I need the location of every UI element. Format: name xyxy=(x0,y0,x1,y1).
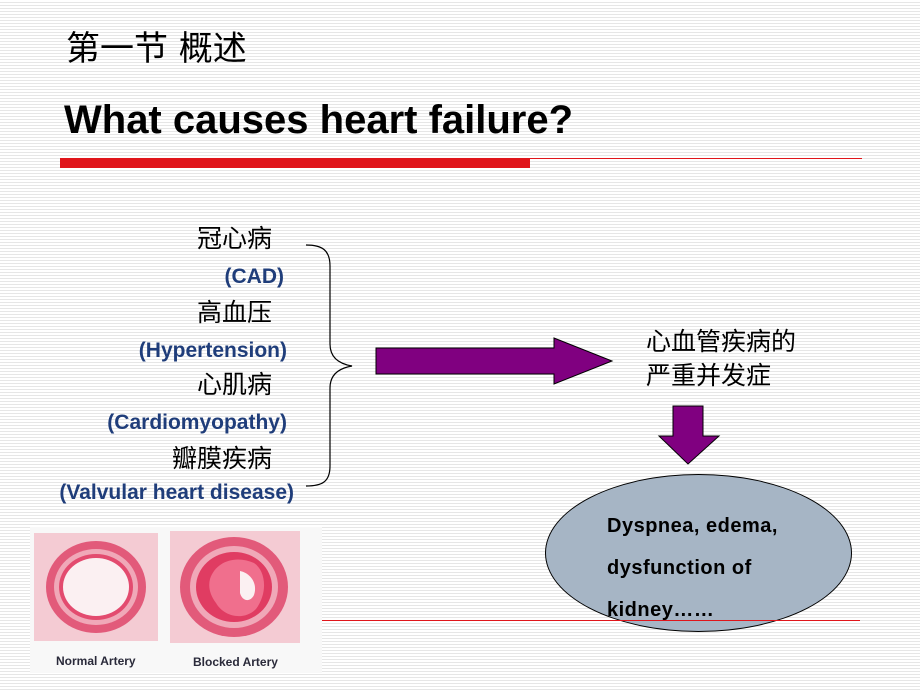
cause-valvular-en: (Valvular heart disease) xyxy=(59,481,294,504)
bottom-rule xyxy=(320,620,860,621)
down-arrow-icon xyxy=(657,405,721,465)
slide-title: What causes heart failure? xyxy=(64,98,574,142)
artery-comparison-image: Normal Artery Blocked Artery xyxy=(30,527,322,673)
outcome-ellipse xyxy=(545,474,852,632)
cause-valvular-en-text: Valvular heart disease xyxy=(66,481,287,504)
title-rule-thin xyxy=(530,158,862,159)
blocked-artery-illustration xyxy=(170,531,300,643)
result-line-1: 心血管疾病的 xyxy=(646,327,797,356)
cause-hypertension-cn: 高血压 xyxy=(196,298,272,327)
grouping-brace xyxy=(305,244,353,487)
cause-cardiomyopathy-en: (Cardiomyopathy) xyxy=(107,411,287,434)
outcome-line-3: kidney…… xyxy=(607,599,715,621)
right-arrow-icon xyxy=(375,337,614,385)
outcome-text: Dyspnea, edema, dysfunction of kidney…… xyxy=(607,505,778,631)
outcome-line-2: dysfunction of xyxy=(607,557,752,579)
cause-cad-en: (CAD) xyxy=(224,265,285,288)
normal-artery-illustration xyxy=(34,533,158,641)
normal-artery-label: Normal Artery xyxy=(56,654,136,668)
blocked-artery-label: Blocked Artery xyxy=(193,655,278,669)
cause-cardiomyopathy-cn: 心肌病 xyxy=(196,370,272,399)
result-line-2: 严重并发症 xyxy=(646,361,772,390)
cause-cardiomyopathy-en-text: Cardiomyopathy xyxy=(114,411,280,434)
slide-subtitle: 第一节 概述 xyxy=(66,29,247,69)
result-text: 心血管疾病的 严重并发症 xyxy=(646,325,796,393)
title-rule-thick xyxy=(60,158,530,168)
outcome-line-1: Dyspnea, edema, xyxy=(607,515,778,537)
cause-cad-cn: 冠心病 xyxy=(196,224,272,253)
cause-cad-en-text: CAD xyxy=(231,265,278,288)
cause-hypertension-en: (Hypertension) xyxy=(138,339,287,362)
cause-hypertension-en-text: Hypertension xyxy=(145,339,280,362)
cause-valvular-cn: 瓣膜疾病 xyxy=(171,444,272,473)
